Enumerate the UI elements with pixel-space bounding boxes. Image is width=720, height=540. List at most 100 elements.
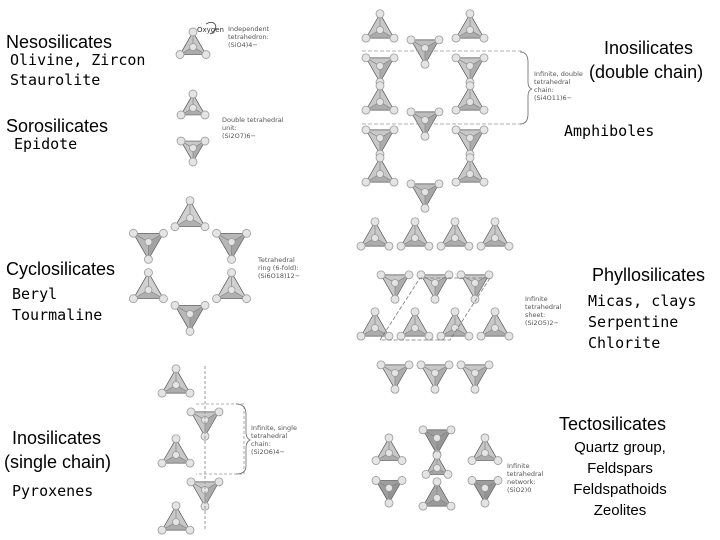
oxygen-atom (171, 434, 181, 444)
oxygen-atom (464, 331, 474, 341)
oxygen-atom (430, 384, 440, 394)
tetrahedron-shade (380, 129, 394, 155)
oxygen-atom (361, 33, 371, 43)
oxygen-atom (479, 33, 489, 43)
oxygen-atom (504, 241, 514, 251)
sorosilicates-caption: Double tetrahedral unit: (Si2O7)6− (222, 116, 284, 140)
oxygen-atom (443, 469, 453, 479)
tetrahedron-shade (481, 238, 509, 247)
oxygen-atom (144, 254, 153, 264)
nesosilicates-mineral-2: Staurolite (10, 71, 101, 89)
oxygen-atom (371, 234, 379, 242)
oxygen-atom (384, 241, 394, 251)
tetrahedron-shade (456, 174, 484, 183)
tetrahedron-shade (162, 522, 190, 531)
oxygen-atom (421, 469, 431, 479)
phyllosilicates-caption: Infinite tetrahedral sheet: (Si2O5)2− (525, 295, 562, 327)
oxygen-atom (396, 331, 406, 341)
tetrahedron-shade (175, 218, 205, 227)
oxygen-atom (171, 364, 181, 374)
cyclosilicates-caption: Tetrahedral ring (6-fold): (Si6O18)12− (258, 256, 301, 280)
tetrahedron-shade (401, 328, 429, 337)
oxygen-atom (420, 131, 430, 141)
tetrahedron-shade (435, 364, 449, 390)
inosilicates-single-title-2: (single chain) (4, 452, 112, 472)
oxygen-atom (371, 456, 381, 465)
tetrahedron-shade (481, 328, 509, 337)
oxygen-atom (490, 217, 500, 227)
inosilicates-double-caption: Infinite, double tetrahedral chain: (Si4… (534, 70, 583, 102)
oxygen-atom (484, 360, 494, 370)
tetrahedron-shade (205, 411, 219, 437)
oxygen-atom (404, 270, 414, 280)
oxygen-atom (172, 381, 180, 389)
oxygen-atom (451, 33, 461, 43)
oxygen-atom (465, 81, 475, 91)
tetrahedron-shade (395, 274, 409, 300)
tetrahedron-shade (148, 233, 164, 260)
oxygen-atom (129, 228, 138, 238)
oxygen-atom (406, 179, 416, 189)
oxygen-atom (144, 238, 153, 246)
oxygen-atom (384, 498, 394, 508)
oxygen-atom (376, 270, 386, 280)
oxygen-atom (504, 331, 514, 341)
oxygen-atom (171, 501, 181, 511)
oxygen-atom (421, 44, 429, 52)
oxygen-atom (451, 53, 461, 63)
oxygen-atom (451, 234, 459, 242)
oxygen-atom (186, 214, 194, 222)
phyllosilicates-mineral-2: Serpentine (588, 313, 679, 331)
single-chain-structure (157, 364, 224, 535)
oxygen-atom (389, 33, 399, 43)
tetrahedron-shade (425, 39, 439, 65)
oxygen-atom (188, 89, 198, 99)
oxygen-atom (410, 307, 420, 317)
oxygen-atom (451, 177, 461, 187)
oxygen-atom (391, 369, 399, 377)
tectosilicates-caption: Infinite tetrahedral network: (SiO2)0 (507, 462, 544, 494)
oxygen-atom (433, 434, 441, 442)
tetrahedron-shade (470, 57, 484, 83)
oxygen-atom (376, 360, 386, 370)
oxygen-atom (433, 464, 441, 472)
tetrahedron-shade (366, 174, 394, 183)
oxygen-atom (375, 81, 385, 91)
phyllosilicates-title: Phyllosilicates (592, 265, 706, 285)
cyclosilicate-ring (129, 196, 251, 336)
oxygen-atom (172, 518, 180, 526)
oxygen-atom (384, 331, 394, 341)
oxygen-atom (385, 449, 393, 457)
oxygen-atom (406, 35, 416, 45)
oxygen-atom (431, 369, 439, 377)
oxygen-atom (376, 26, 384, 34)
oxygen-atom (185, 458, 195, 468)
oxygen-atom (375, 9, 385, 19)
oxygen-atom (470, 294, 480, 304)
tetrahedron-shade (380, 57, 394, 83)
cyclosilicates-mineral-2: Tourmaline (12, 306, 103, 324)
oxygen-atom (424, 331, 434, 341)
oxygen-atom (370, 307, 380, 317)
oxygen-atom (471, 369, 479, 377)
tetrahedron-shade (231, 233, 247, 260)
oxygen-atom (479, 53, 489, 63)
oxygen-atom (214, 407, 224, 417)
oxygen-atom (481, 484, 489, 492)
oxygen-atom (376, 98, 384, 106)
oxygen-atom (356, 241, 366, 251)
oxygen-atom (157, 525, 167, 535)
nesosilicates-caption: Independent tetrahedron: (SiO4)4− (228, 25, 270, 49)
oxygen-atom (390, 384, 400, 394)
tetrahedron-shade (389, 480, 402, 504)
oxygen-atom (420, 203, 430, 213)
oxygen-atom (186, 310, 194, 318)
oxygen-atom (157, 388, 167, 398)
oxygen-atom (451, 105, 461, 115)
oxygen-atom (446, 425, 456, 435)
tetrahedron-shade (485, 480, 498, 504)
oxygen-atom (212, 228, 221, 238)
inosilicates-double-title-1: Inosilicates (604, 38, 694, 58)
oxygen-atom (431, 279, 439, 287)
